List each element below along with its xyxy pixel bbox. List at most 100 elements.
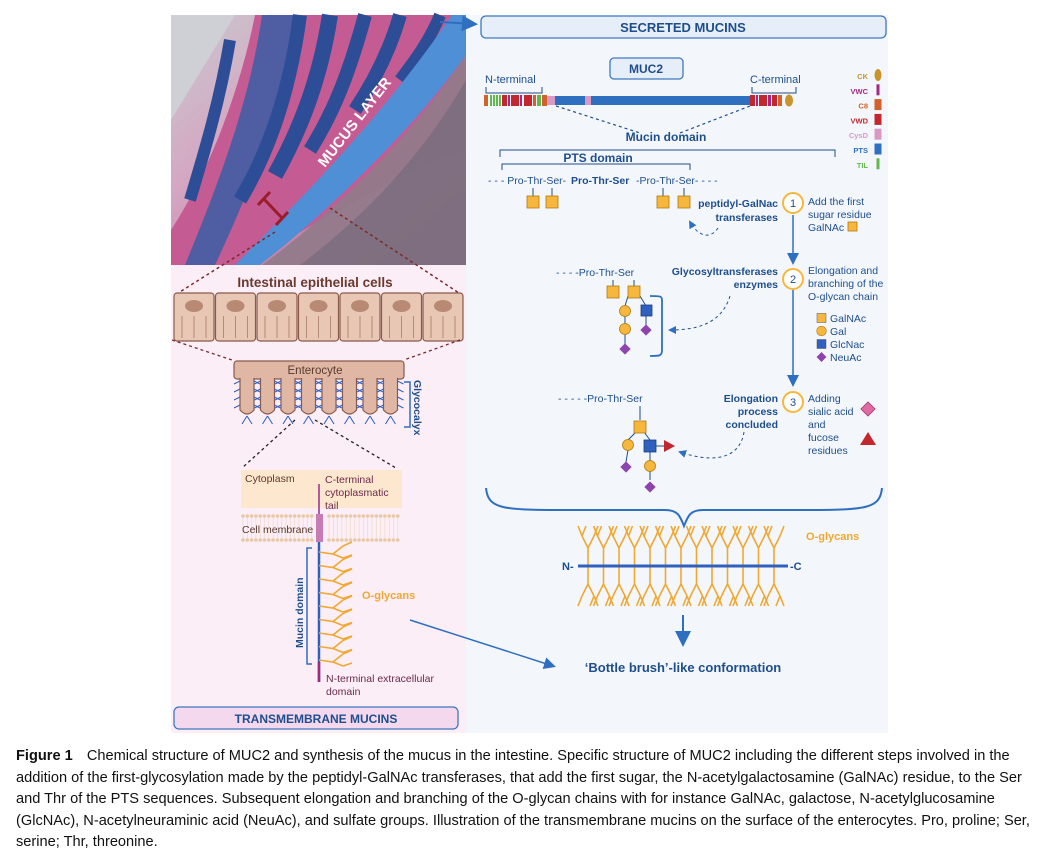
glycan-bottom-5 [654, 566, 677, 607]
legend-swatch-c8 [874, 99, 882, 111]
legend-label-vwc: VWC [851, 87, 869, 96]
nucleus-1 [185, 300, 203, 312]
sequence-step-3: - - - - -Pro-Thr-Ser [558, 393, 643, 405]
glycan-top-6 [670, 525, 692, 566]
microvillus-7 [362, 378, 378, 415]
epithelial-cells [173, 292, 464, 342]
sialic-acid-icon [860, 401, 876, 417]
microvillus-4 [300, 378, 317, 415]
peptidyl-label-1: peptidyl-GalNac [698, 198, 778, 210]
legend-label-vwd: VWD [851, 116, 869, 125]
nucleus-5 [351, 300, 369, 312]
glycan-step-2 [606, 280, 663, 357]
tm-glycan-3 [318, 568, 353, 586]
tm-glycan-5 [318, 595, 353, 613]
sugar-gal-label: Gal [830, 326, 846, 338]
glycan-top-4 [639, 525, 661, 566]
step-3-text-5: residues [808, 445, 848, 457]
glycan-bottom-0 [577, 566, 599, 607]
n-terminal-label: N-terminal [485, 74, 536, 86]
curly-brace [485, 487, 883, 529]
legend-swatch-cysd [874, 128, 882, 140]
enterocyte-label: Enterocyte [288, 365, 343, 377]
caption-text: Chemical structure of MUC2 and synthesis… [16, 748, 1030, 850]
microvillus-3 [280, 378, 296, 415]
glycan-bottom-8 [701, 566, 723, 607]
glycan-bottom-3 [623, 566, 646, 607]
glycan-bottom-10 [732, 566, 754, 607]
legend-label-c8: C8 [858, 102, 868, 111]
sugar-glcnac-label: GlcNac [830, 339, 864, 351]
glyco-label-1: Glycosyltransferases [672, 266, 778, 278]
histology-image: MUCUS LAYER [171, 12, 466, 265]
glyco-label-2: enzymes [734, 279, 779, 291]
figure-label: Figure 1 [16, 748, 73, 764]
tm-glycan-6 [318, 608, 353, 627]
step-3-circle [782, 391, 804, 413]
mucin-domain-tm-label: Mucin domain [294, 577, 306, 648]
glycan-bottom-2 [608, 566, 630, 607]
sequence-left: - - - Pro-Thr-Ser- [488, 175, 567, 187]
glycan-bottom-7 [685, 566, 708, 607]
nterm-extra-label-1: N-terminal extracellular [326, 673, 434, 685]
cterm-tail-label-2: cytoplasmatic [325, 487, 389, 499]
tm-glycan-9 [318, 649, 353, 667]
secreted-mucins-header: SECRETED MUCINS [480, 15, 887, 39]
transmembrane-segment [316, 514, 323, 542]
step-3-text-3: and [808, 419, 826, 431]
c-terminal-label: C-terminal [750, 74, 801, 86]
transmembrane-title: TRANSMEMBRANE MUCINS [235, 712, 398, 726]
galnac-initial-residues [526, 188, 691, 209]
step-1-text-3: GalNAc [808, 222, 844, 234]
tm-glycan-2 [318, 554, 353, 573]
o-glycans-label: O-glycans [806, 531, 859, 543]
elong-label-3: concluded [725, 419, 778, 431]
elong-label-2: process [738, 406, 778, 418]
step-1-text-1: Add the first [808, 196, 864, 208]
secreted-mucins-title: SECRETED MUCINS [620, 20, 746, 35]
step-3-number: 3 [790, 397, 796, 409]
microvillus-8 [382, 378, 399, 415]
legend-label-pts: PTS [853, 146, 868, 155]
figure-caption: Figure 1 Chemical structure of MUC2 and … [16, 746, 1036, 854]
nucleus-4 [309, 300, 328, 312]
tm-glycan-1 [318, 541, 353, 559]
legend-label-til: TIL [857, 161, 869, 170]
legend-swatch-ck [874, 69, 882, 81]
glycan-top-12 [763, 525, 785, 566]
glycan-bottom-11 [747, 566, 770, 607]
sugar-galnac-label: GalNAc [830, 313, 866, 325]
cytoplasm-label: Cytoplasm [245, 473, 295, 485]
glycan-top-10 [732, 525, 754, 566]
step-3-text-2: sialic acid [808, 406, 854, 418]
glycan-top-3 [623, 525, 646, 566]
glycan-top-9 [716, 525, 739, 566]
microvillus-2 [259, 378, 276, 415]
sugar-gal-icon [816, 325, 827, 337]
glycan-bottom-9 [716, 566, 739, 607]
cytoplasm-region [241, 470, 402, 508]
sequence-middle: Pro-Thr-Ser [571, 175, 629, 187]
nucleus-3 [268, 300, 286, 312]
legend-label-cysd: CysD [849, 131, 869, 140]
histology-to-header-arrow [439, 15, 478, 32]
transmembrane-o-glycans [318, 541, 353, 667]
tm-glycan-7 [318, 622, 353, 640]
microvillus-1 [239, 378, 255, 415]
n-end-label: N- [562, 561, 574, 573]
legend-swatch-til [876, 158, 880, 170]
glycan-bottom-6 [670, 566, 692, 607]
glycan-bottom-4 [639, 566, 661, 607]
tm-glycan-4 [318, 581, 353, 600]
glycan-top-8 [701, 525, 723, 566]
glycan-top-2 [608, 525, 630, 566]
sequence-right: -Pro-Thr-Ser- - - - [636, 175, 718, 187]
step-2-text-3: O-glycan chain [808, 291, 878, 303]
glycocalyx-label: Glycocalyx [411, 380, 423, 436]
legend-swatch-pts [874, 143, 882, 155]
step-1-number: 1 [790, 198, 796, 210]
sugar-glcnac-icon [816, 339, 827, 349]
sugar-neuac-label: NeuAc [830, 352, 862, 364]
muc2-label: MUC2 [629, 62, 663, 76]
tm-glycan-8 [318, 635, 353, 654]
